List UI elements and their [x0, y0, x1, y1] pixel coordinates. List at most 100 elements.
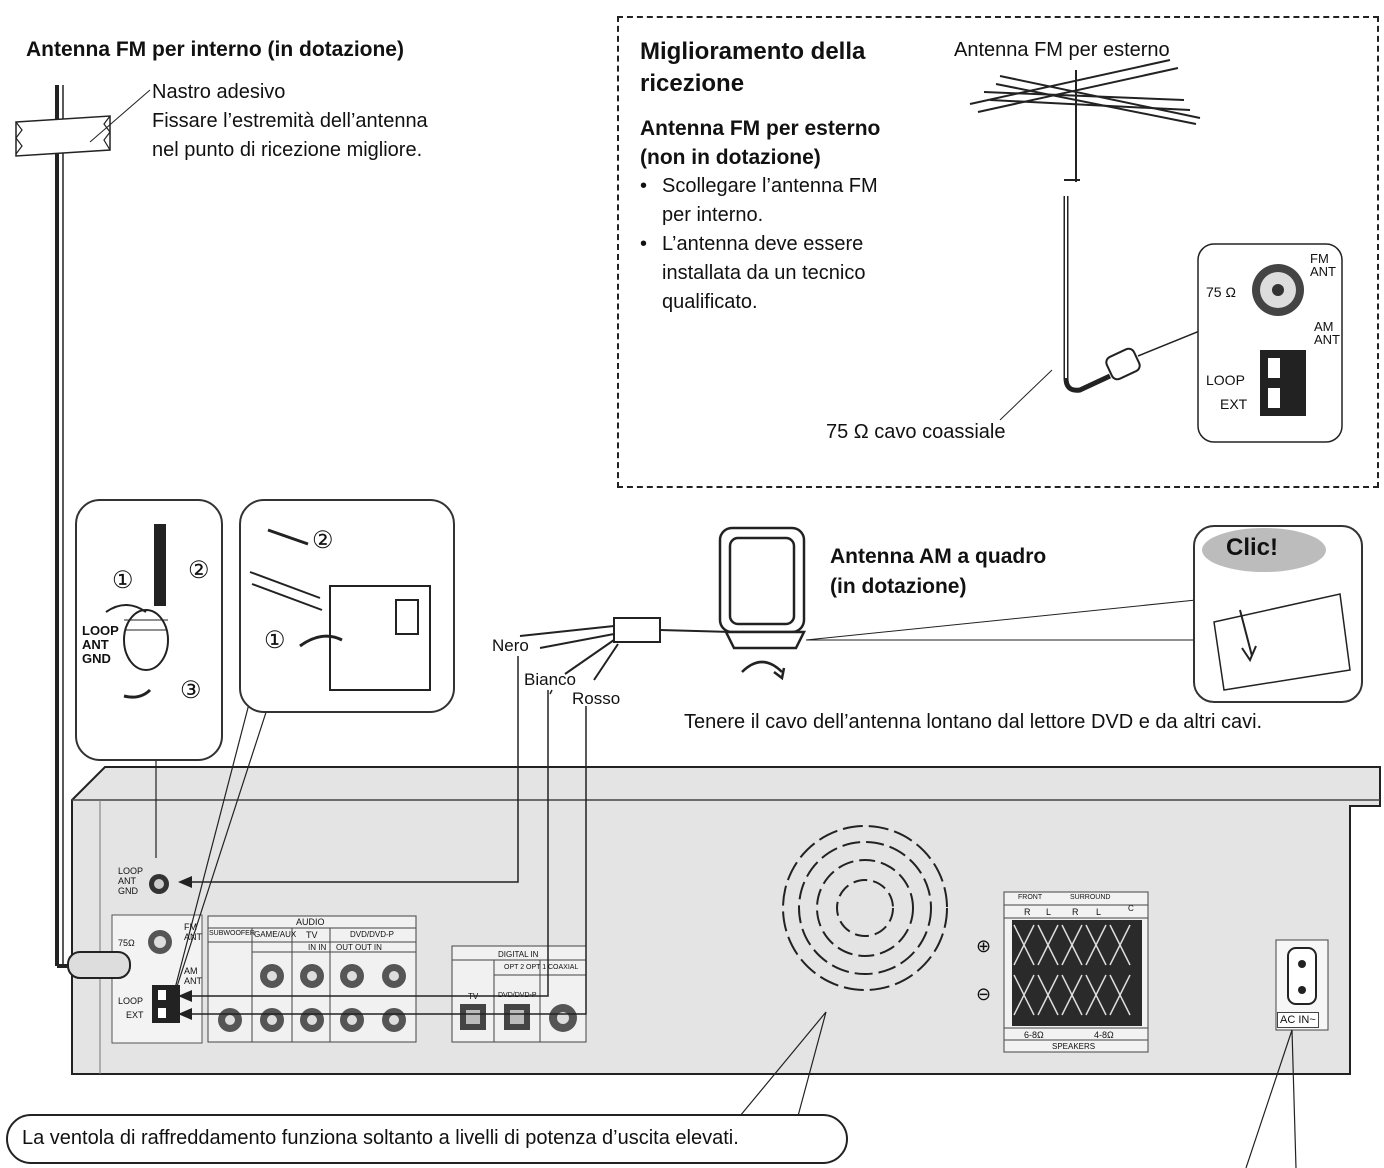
step-2-push: ② [312, 527, 334, 554]
wire-black-label: Nero [492, 636, 529, 655]
step-3-knob: ③ [180, 677, 202, 704]
rear-in-in: IN IN [308, 943, 327, 952]
step-2-knob: ② [188, 557, 210, 584]
fan-note: La ventola di raffreddamento funziona so… [22, 1127, 739, 1149]
inset-ext-label: EXT [1220, 396, 1248, 412]
rear-loop: LOOP [118, 996, 144, 1006]
rear-tv: TV [306, 930, 318, 940]
antenna-terminal-inset [1197, 243, 1343, 443]
push-terminal-callout [239, 499, 455, 713]
inset-loop-label: LOOP [1206, 372, 1245, 388]
rear-digital-in: DIGITAL IN [498, 950, 539, 959]
bullet-1-line-1: Scollegare l’antenna FM [662, 175, 878, 197]
reception-improvement-box [617, 16, 1379, 488]
rear-r2: R [1072, 907, 1079, 917]
outdoor-heading: Antenna FM per esterno (non in dotazione… [640, 114, 880, 172]
wire-white-label: Bianco [524, 670, 576, 689]
rear-ohm-a: 6-8Ω [1024, 1030, 1044, 1040]
click-label: Clic! [1226, 534, 1279, 561]
rear-center: C [1128, 904, 1134, 913]
rear-out-out-in: OUT OUT IN [336, 943, 382, 952]
inset-am-ant-text: ANT [1314, 332, 1340, 347]
ac-in-label: AC IN~ [1277, 1012, 1319, 1028]
rear-ohm-b: 4-8Ω [1094, 1030, 1114, 1040]
knob-ant-text: ANT [82, 637, 109, 652]
rear-gnd-text: GND [118, 886, 138, 896]
inset-ohm-label: 75 Ω [1206, 284, 1236, 300]
rear-dvd-opt: DVD/DVD-P [498, 992, 537, 999]
rear-am-text: AM [184, 966, 198, 976]
am-wires [190, 656, 587, 1015]
rear-opt: OPT 2 OPT 1 [504, 964, 547, 971]
rear-ant-text: ANT [118, 876, 136, 886]
keep-away-note: Tenere il cavo dell’antenna lontano dal … [684, 711, 1263, 733]
knob-loop-text: LOOP [82, 623, 119, 638]
bullet-2-line-2: installata da un tecnico [662, 262, 866, 284]
am-loop-title-line-1: Antenna AM a quadro [830, 545, 1047, 568]
rear-fm-text: FM [184, 922, 197, 932]
rear-dvd: DVD/DVD-P [350, 930, 395, 939]
am-loop-leads [519, 617, 733, 681]
reception-box-title: Miglioramento della ricezione [640, 36, 865, 100]
outdoor-bullets: Scollegare l’antenna FM per interno. L’an… [640, 172, 920, 317]
rear-front: FRONT [1018, 894, 1043, 901]
am-loop-title: Antenna AM a quadro (in dotazione) [830, 542, 1046, 602]
reception-title-line-1: Miglioramento della [640, 38, 866, 65]
rear-surround: SURROUND [1070, 894, 1111, 901]
minus-icon: ⊖ [976, 984, 992, 1004]
am-loop-title-line-2: (in dotazione) [830, 575, 967, 598]
tape-note-line-2: nel punto di ricezione migliore. [152, 139, 423, 161]
rear-subwoofer: SUBWOOFER [209, 930, 255, 937]
bullet-2-line-3: qualificato. [662, 291, 758, 313]
knob-callout [75, 499, 223, 761]
bullet-item: L’antenna deve essere installata da un te… [640, 230, 920, 317]
outdoor-heading-line-2: (non in dotazione) [640, 146, 821, 169]
wire-arrowheads [178, 876, 192, 1020]
speaker-terminal-block [1003, 891, 1149, 1053]
step-1-knob: ① [112, 567, 134, 594]
outdoor-heading-line-1: Antenna FM per esterno [640, 117, 881, 140]
fan-note-bubble [6, 1114, 848, 1164]
tape-note-line-1: Fissare l’estremità dell’antenna [152, 110, 428, 132]
bullet-1-line-2: per interno. [662, 204, 764, 226]
am-loop-antenna [718, 526, 807, 681]
adhesive-tape [15, 89, 151, 157]
rear-game-aux: GAME/AUX [254, 930, 297, 939]
inset-fm-text: FM [1310, 251, 1329, 266]
rear-am-ant-text: ANT [184, 976, 202, 986]
click-callout [1193, 525, 1363, 703]
outdoor-fm-antenna [969, 59, 1277, 421]
rear-speakers: SPEAKERS [1052, 1042, 1096, 1051]
outdoor-antenna-label: Antenna FM per esterno [954, 39, 1170, 61]
bullet-item: Scollegare l’antenna FM per interno. [640, 172, 920, 230]
inset-am-text: AM [1314, 319, 1334, 334]
inset-fm-ant-text: ANT [1310, 264, 1336, 279]
rear-ohm: 75Ω [118, 938, 135, 948]
tape-label: Nastro adesivo [152, 81, 286, 103]
rear-audio: AUDIO [296, 917, 325, 927]
knob-gnd-text: GND [82, 651, 111, 666]
bullet-2-line-1: L’antenna deve essere [662, 233, 864, 255]
rear-ext: EXT [126, 1010, 144, 1020]
cooling-fan-grille [782, 825, 948, 991]
rear-tv-opt: TV [468, 992, 479, 1001]
rear-l2: L [1096, 907, 1102, 917]
plus-icon: ⊕ [976, 936, 992, 956]
rear-fm-ant-text: ANT [184, 932, 202, 942]
rear-l1: L [1046, 907, 1052, 917]
rear-coaxial: COAXIAL [548, 964, 579, 971]
reception-title-line-2: ricezione [640, 70, 745, 97]
indoor-fm-title: Antenna FM per interno (in dotazione) [26, 38, 404, 61]
wire-red-label: Rosso [572, 689, 621, 708]
rear-loop-text: LOOP [118, 866, 144, 876]
step-1-push: ① [264, 627, 286, 654]
rear-r1: R [1024, 907, 1031, 917]
coax-cable-label: 75 Ω cavo coassiale [826, 421, 1006, 443]
